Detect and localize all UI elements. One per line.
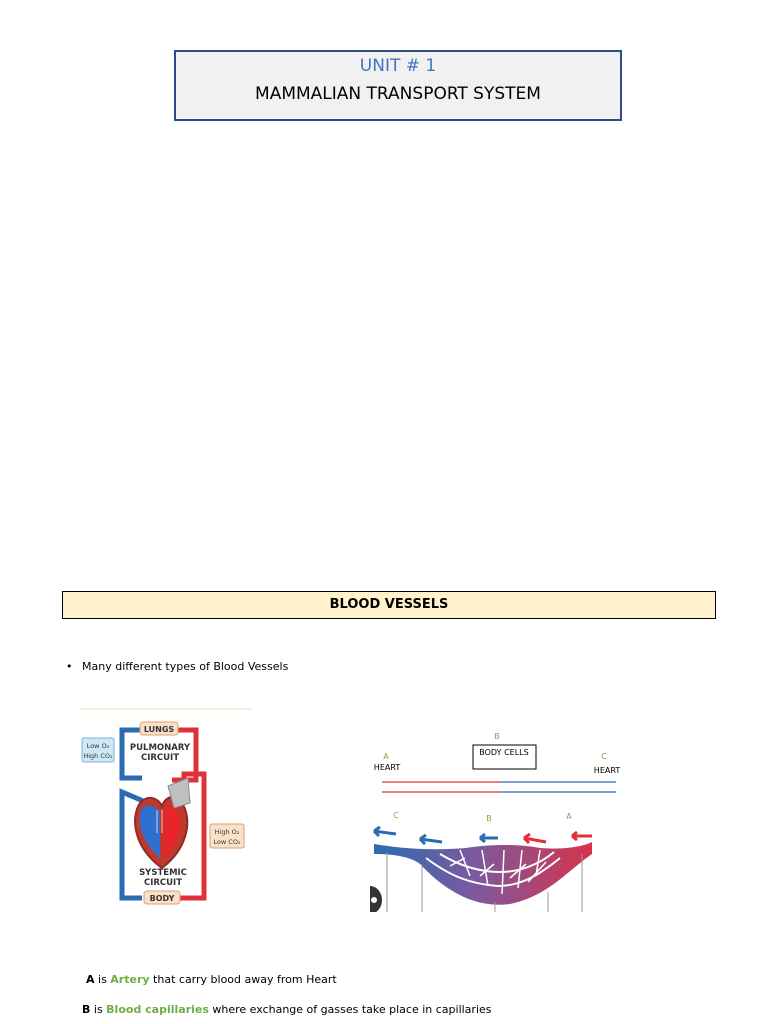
high-o2-line1: High O₂ bbox=[215, 828, 240, 836]
title-box: UNIT # 1 MAMMALIAN TRANSPORT SYSTEM bbox=[174, 50, 622, 121]
pulmonary-label-2: CIRCUIT bbox=[141, 753, 179, 763]
page-title: MAMMALIAN TRANSPORT SYSTEM bbox=[255, 84, 541, 104]
circulation-diagram: LUNGS PULMONARY CIRCUIT SYSTEMIC CIRCUIT… bbox=[80, 708, 252, 908]
systemic-label-2: CIRCUIT bbox=[144, 878, 182, 888]
unit-number: UNIT # 1 bbox=[359, 56, 437, 76]
body-label-box bbox=[143, 890, 181, 905]
bullet-text: Many different types of Blood Vessels bbox=[82, 660, 289, 673]
legend-a-desc: that carry blood away from Heart bbox=[149, 973, 337, 986]
bullet-item: • Many different types of Blood Vessels bbox=[66, 660, 288, 673]
pulmonary-label-1: PULMONARY bbox=[130, 743, 191, 753]
legend-b-letter: B bbox=[82, 1003, 91, 1016]
label-a-top: A bbox=[383, 752, 389, 761]
high-o2-line2: Low CO₂ bbox=[213, 838, 241, 846]
flow-arrows bbox=[372, 825, 592, 846]
label-b-top: B bbox=[494, 732, 500, 741]
body-cells-box bbox=[472, 744, 537, 770]
body-cells-label: BODY CELLS bbox=[479, 748, 528, 757]
label-a-bottom: A bbox=[566, 812, 572, 821]
lungs-label-box bbox=[139, 721, 179, 736]
low-o2-line2: High CO₂ bbox=[83, 752, 113, 760]
legend-artery: A is Artery that carry blood away from H… bbox=[86, 973, 337, 986]
lungs-label: LUNGS bbox=[144, 725, 175, 734]
legend-a-term: Artery bbox=[110, 973, 150, 986]
label-c-bottom: C bbox=[393, 811, 399, 820]
label-c-top: C bbox=[601, 752, 607, 761]
bullet-icon: • bbox=[66, 660, 73, 673]
high-o2-box bbox=[209, 823, 245, 849]
low-o2-line1: Low O₂ bbox=[87, 742, 110, 750]
legend-a-is: is bbox=[94, 973, 111, 986]
legend-b-term: Blood capillaries bbox=[106, 1003, 209, 1016]
legend-b-is: is bbox=[90, 1003, 107, 1016]
label-b-bottom: B bbox=[486, 814, 492, 823]
legend-capillaries: B is Blood capillaries where exchange of… bbox=[82, 1003, 492, 1016]
heart-right-label: HEART bbox=[594, 766, 621, 775]
section-heading: BLOOD VESSELS bbox=[62, 591, 716, 619]
blood-vessel-diagram: B BODY CELLS A HEART C HEART C B A bbox=[370, 732, 621, 912]
legend-a-letter: A bbox=[86, 973, 95, 986]
legend-b-desc: where exchange of gasses take place in c… bbox=[208, 1003, 492, 1016]
heart-left-label: HEART bbox=[374, 763, 401, 772]
low-o2-box bbox=[81, 737, 115, 763]
systemic-label-1: SYSTEMIC bbox=[139, 868, 187, 878]
body-label: BODY bbox=[150, 894, 175, 903]
